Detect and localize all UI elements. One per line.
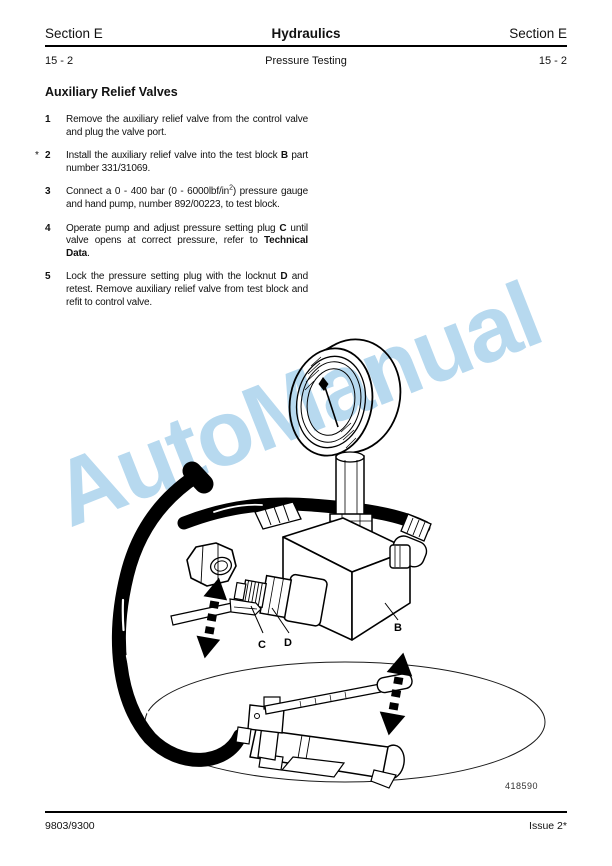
header-row-1: Section E Hydraulics Section E xyxy=(45,26,567,41)
hand-pump xyxy=(235,672,413,789)
figure-labels: C D B xyxy=(250,602,402,651)
figure-number: 418590 xyxy=(505,781,538,791)
header-page-left: 15 - 2 xyxy=(45,55,74,67)
pump-handle-arrow xyxy=(379,652,413,736)
step-number: 1 xyxy=(45,114,51,125)
header-page-right: 15 - 2 xyxy=(538,55,567,67)
step-number: 2 xyxy=(45,150,51,162)
header-rule xyxy=(45,45,567,47)
page-content: Section E Hydraulics Section E 15 - 2 Pr… xyxy=(0,0,612,309)
elbow-fitting xyxy=(389,513,432,569)
hydraulic-hose xyxy=(111,461,431,767)
header-section-left: Section E xyxy=(45,26,103,41)
hex-nut xyxy=(186,542,237,587)
step-asterisk: * xyxy=(35,150,39,162)
footer-publication-number: 9803/9300 xyxy=(45,820,95,832)
header-subtitle: Pressure Testing xyxy=(265,55,347,67)
step-number: 5 xyxy=(45,271,51,283)
section-title: Auxiliary Relief Valves xyxy=(45,85,178,99)
header-row-2: 15 - 2 Pressure Testing 15 - 2 xyxy=(45,55,567,67)
label-b: B xyxy=(394,622,402,634)
label-c: C xyxy=(258,639,266,651)
pressure-gauge xyxy=(288,338,402,457)
footer-issue: Issue 2* xyxy=(529,820,567,832)
header-section-right: Section E xyxy=(509,26,567,41)
page-footer: 9803/9300 Issue 2* xyxy=(45,811,567,832)
step-number: 4 xyxy=(45,222,51,234)
label-d: D xyxy=(284,637,292,649)
hose-ferrule-left xyxy=(254,501,302,530)
pressure-setting-plug xyxy=(233,573,328,627)
header-title: Hydraulics xyxy=(271,26,341,41)
step-number: 3 xyxy=(45,186,51,198)
rotate-plug-arrow xyxy=(196,577,228,659)
